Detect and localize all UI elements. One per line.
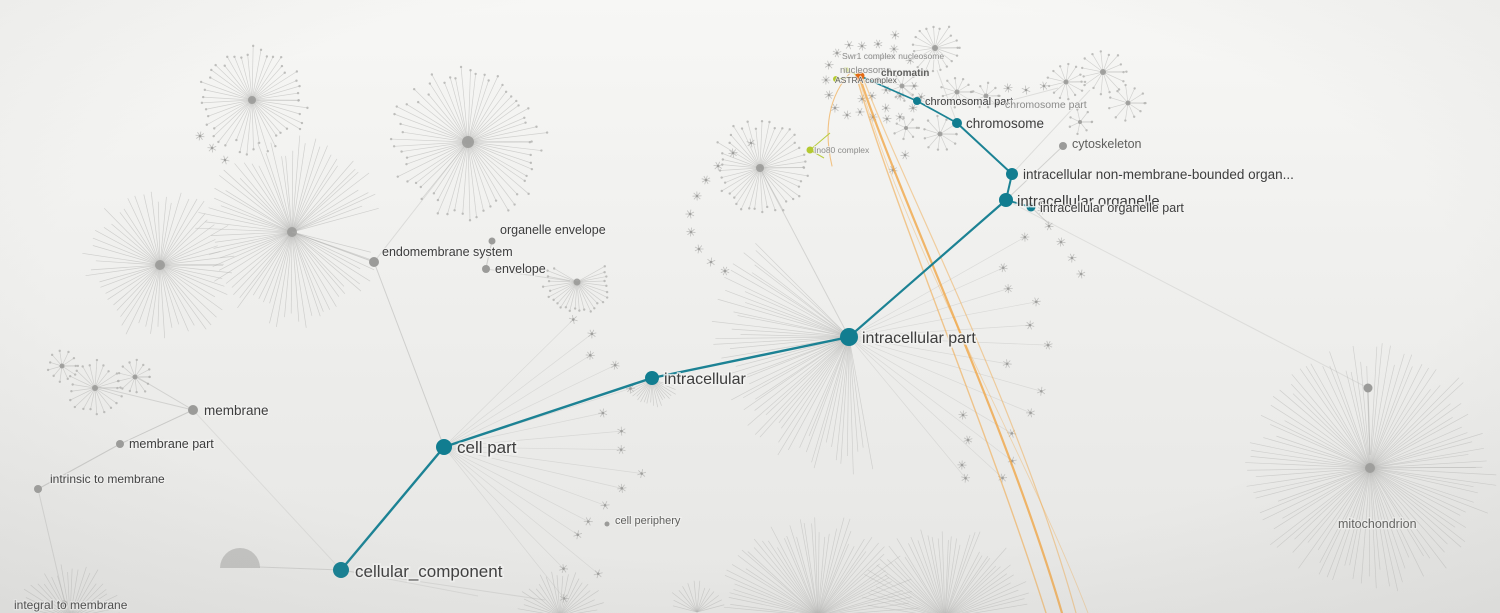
node-envelope[interactable] [482,265,490,273]
label-cellular-component: cellular_component [355,562,503,581]
label-chromosome: chromosome [966,116,1044,131]
label-membrane-part: membrane part [129,437,214,451]
node-cell-periphery[interactable] [604,521,610,527]
label-intrinsic-to-membrane: intrinsic to membrane [50,472,165,486]
label-envelope: envelope [495,262,546,276]
label-swr1-complex: Swr1 complex [842,51,896,61]
label-intracellular-part: intracellular part [862,330,976,347]
label-organelle-envelope: organelle envelope [500,223,606,237]
label-astra-complex: ASTRA complex [835,75,898,85]
leaf-asterisk [1020,232,1030,242]
node-intrinsic-to-membrane[interactable] [34,485,42,493]
label-intracellular-organelle-part: intracellular organelle part [1040,201,1184,215]
node-intracellular-part[interactable] [840,328,858,346]
node-cell-part[interactable] [436,439,452,455]
label-membrane: membrane [204,403,269,418]
label-chromosomal-part: chromosomal part [925,96,1013,108]
node-green-node-3[interactable] [806,146,814,154]
label-cell-part: cell part [457,438,517,457]
label-cell-periphery: cell periphery [615,515,681,527]
label-ino80-complex: Ino80 complex [814,145,870,155]
label-integral-to-membrane: integral to membrane [14,598,128,612]
leaf-asterisk [585,350,595,360]
node-organelle-envelope[interactable] [488,237,496,245]
label-chromosome-part: chromosome part [1005,99,1087,111]
node-mitochondrion[interactable] [1363,383,1373,393]
node-intracellular[interactable] [645,371,659,385]
node-cellular-component[interactable] [333,562,349,578]
node-cytoskeleton[interactable] [1059,142,1067,150]
node-membrane[interactable] [188,405,198,415]
node-intracellular-nmb-organelle[interactable] [1006,168,1018,180]
label-intracellular-nmb-organelle: intracellular non-membrane-bounded organ… [1023,167,1294,182]
leaf-asterisk [1003,284,1013,294]
leaf-asterisk [821,75,831,85]
label-mitochondrion: mitochondrion [1338,517,1417,531]
node-chromosome[interactable] [952,118,962,128]
leaf-asterisk [692,191,702,201]
node-intracellular-organelle[interactable] [999,193,1013,207]
node-endomembrane-system[interactable] [369,257,379,267]
label-intracellular: intracellular [664,371,746,388]
label-endomembrane-system: endomembrane system [382,245,513,259]
node-chromosomal-part[interactable] [913,97,921,105]
label-cytoskeleton: cytoskeleton [1072,137,1142,151]
node-membrane-part[interactable] [116,440,124,448]
leaf-asterisk [957,460,967,470]
